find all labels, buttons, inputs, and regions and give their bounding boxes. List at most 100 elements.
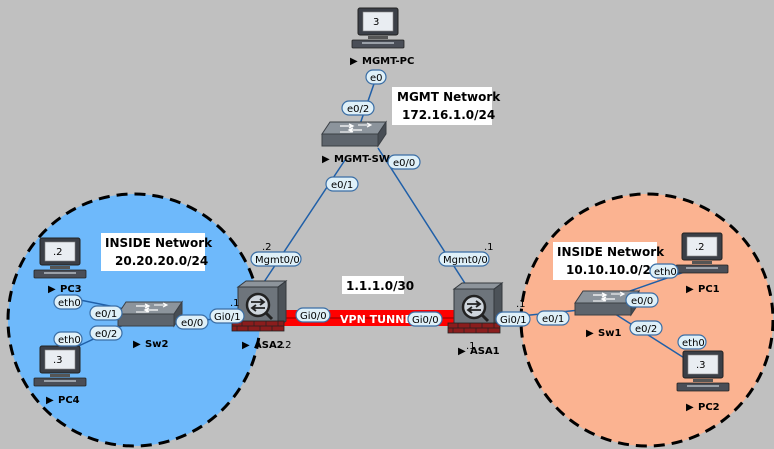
pc-icon	[351, 7, 405, 49]
svg-text:e0: e0	[370, 73, 383, 84]
pc-icon	[33, 237, 87, 279]
sw2-switch[interactable]	[117, 301, 183, 327]
svg-text:e0/2: e0/2	[95, 329, 117, 340]
port-mgmt-sw-e0-1: e0/1	[325, 176, 359, 192]
pc1-label: PC1	[698, 284, 720, 295]
port-asa2-gi0-1: Gi0/1	[209, 308, 245, 324]
left-network-subnet: 20.20.20.0/24	[115, 254, 208, 268]
asa2-mgmt-host-id: .2	[262, 242, 272, 253]
sw2-label: Sw2	[145, 339, 168, 350]
play-icon: ▶	[686, 284, 694, 295]
left-network-title: INSIDE Network	[105, 236, 213, 250]
port-mgmt-sw-e0-0: e0/0	[387, 154, 421, 170]
right-network-box: INSIDE Network 10.10.10.0/24	[553, 242, 665, 280]
play-icon: ▶	[322, 154, 330, 165]
play-icon: ▶	[133, 339, 141, 350]
pc3[interactable]: .2	[33, 237, 87, 279]
asa1-label: ASA1	[470, 346, 500, 357]
svg-text:Gi0/0: Gi0/0	[412, 315, 439, 326]
mgmt-network-box: MGMT Network 172.16.1.0/24	[392, 87, 501, 125]
switch-icon	[117, 301, 183, 327]
asa1-inside-host-id: .1	[516, 299, 526, 310]
pc4-screen-label: .3	[53, 355, 63, 366]
port-mgmt-pc-e0: e0	[365, 69, 387, 85]
svg-text:Gi0/1: Gi0/1	[500, 315, 527, 326]
port-sw2-e0-1: e0/1	[89, 305, 123, 321]
svg-text:e0/1: e0/1	[542, 314, 564, 325]
svg-text:eth0: eth0	[682, 338, 705, 349]
svg-text:Mgmt0/0: Mgmt0/0	[255, 255, 300, 266]
play-icon: ▶	[458, 346, 466, 357]
left-network-box: INSIDE Network 20.20.20.0/24	[101, 233, 213, 271]
asa2-firewall[interactable]	[230, 279, 288, 333]
port-mgmt-sw-e0-2: e0/2	[341, 100, 375, 116]
svg-text:e0/2: e0/2	[635, 324, 657, 335]
mgmt-network-title: MGMT Network	[397, 90, 501, 104]
port-sw1-e0-0: e0/0	[625, 292, 659, 308]
svg-text:e0/1: e0/1	[331, 180, 353, 191]
play-icon: ▶	[686, 402, 694, 413]
right-network-subnet: 10.10.10.0/24	[566, 263, 659, 277]
port-labels: e0 e0/2 e0/0 e0/1 Mgmt0/0 Mgmt0/0 Gi0/1 …	[53, 69, 707, 350]
asa2-inside-host-id: .1	[230, 298, 240, 309]
pc2[interactable]: .3	[676, 350, 730, 392]
host-id-labels: .2 .1 .1 .2 .1 .1	[230, 242, 526, 352]
pc3-label: PC3	[60, 284, 82, 295]
firewall-icon	[230, 279, 288, 333]
pc-icon	[675, 232, 729, 274]
port-asa2-gi0-0: Gi0/0	[295, 307, 331, 323]
mgmt-pc-label: MGMT-PC	[362, 56, 414, 67]
pc3-screen-label: .2	[53, 247, 63, 258]
pc4[interactable]: .3	[33, 345, 87, 387]
play-icon: ▶	[48, 284, 56, 295]
mgmt-pc-screen-label: 3	[373, 17, 379, 28]
svg-text:e0/0: e0/0	[631, 296, 653, 307]
svg-text:eth0: eth0	[654, 267, 677, 278]
port-asa1-gi0-0: Gi0/0	[407, 311, 443, 327]
svg-text:e0/1: e0/1	[95, 309, 117, 320]
asa1-firewall[interactable]	[446, 281, 504, 335]
pc-icon	[676, 350, 730, 392]
svg-text:eth0: eth0	[58, 298, 81, 309]
mgmt-switch[interactable]	[321, 121, 387, 147]
right-network-title: INSIDE Network	[557, 245, 665, 259]
device-labels: ▶ MGMT-PC ▶ MGMT-SW ▶ ASA2 ▶ ASA1 ▶ Sw2 …	[46, 56, 720, 413]
play-icon: ▶	[586, 328, 594, 339]
pc1[interactable]: .2	[675, 232, 729, 274]
port-sw2-e0-0: e0/0	[175, 314, 209, 330]
svg-text:Gi0/1: Gi0/1	[214, 312, 241, 323]
pc-icon	[33, 345, 87, 387]
port-asa1-mgmt: Mgmt0/0	[438, 251, 490, 267]
svg-text:e0/0: e0/0	[181, 318, 203, 329]
pc1-screen-label: .2	[695, 242, 705, 253]
play-icon: ▶	[242, 340, 250, 351]
asa1-outside-host-id: .1	[466, 341, 476, 352]
port-sw2-e0-2: e0/2	[89, 325, 123, 341]
pc4-label: PC4	[58, 395, 80, 406]
asa1-mgmt-host-id: .1	[484, 242, 494, 253]
pc2-label: PC2	[698, 402, 720, 413]
port-sw1-e0-2: e0/2	[629, 320, 663, 336]
pc2-screen-label: .3	[696, 360, 706, 371]
port-pc4-eth0: eth0	[53, 331, 83, 347]
mgmt-network-subnet: 172.16.1.0/24	[402, 108, 495, 122]
svg-text:Gi0/0: Gi0/0	[300, 311, 327, 322]
port-asa1-gi0-1: Gi0/1	[495, 311, 531, 327]
port-sw1-e0-1: e0/1	[536, 310, 570, 326]
svg-text:Mgmt0/0: Mgmt0/0	[443, 255, 488, 266]
firewall-icon	[446, 281, 504, 335]
outside-network-box: 1.1.1.0/30	[342, 276, 414, 294]
mgmt-sw-label: MGMT-SW	[334, 154, 390, 165]
asa2-label: ASA2	[254, 340, 284, 351]
play-icon: ▶	[46, 395, 54, 406]
switch-icon	[321, 121, 387, 147]
outside-network-subnet: 1.1.1.0/30	[346, 279, 414, 293]
vpn-tunnel-label: VPN TUNNEL	[340, 313, 419, 326]
svg-text:eth0: eth0	[58, 335, 81, 346]
svg-text:e0/0: e0/0	[393, 158, 415, 169]
port-pc3-eth0: eth0	[53, 294, 83, 310]
port-pc1-eth0: eth0	[649, 263, 679, 279]
play-icon: ▶	[350, 56, 358, 67]
asa2-outside-host-id: .2	[282, 340, 292, 351]
mgmt-pc[interactable]: 3	[351, 7, 405, 49]
